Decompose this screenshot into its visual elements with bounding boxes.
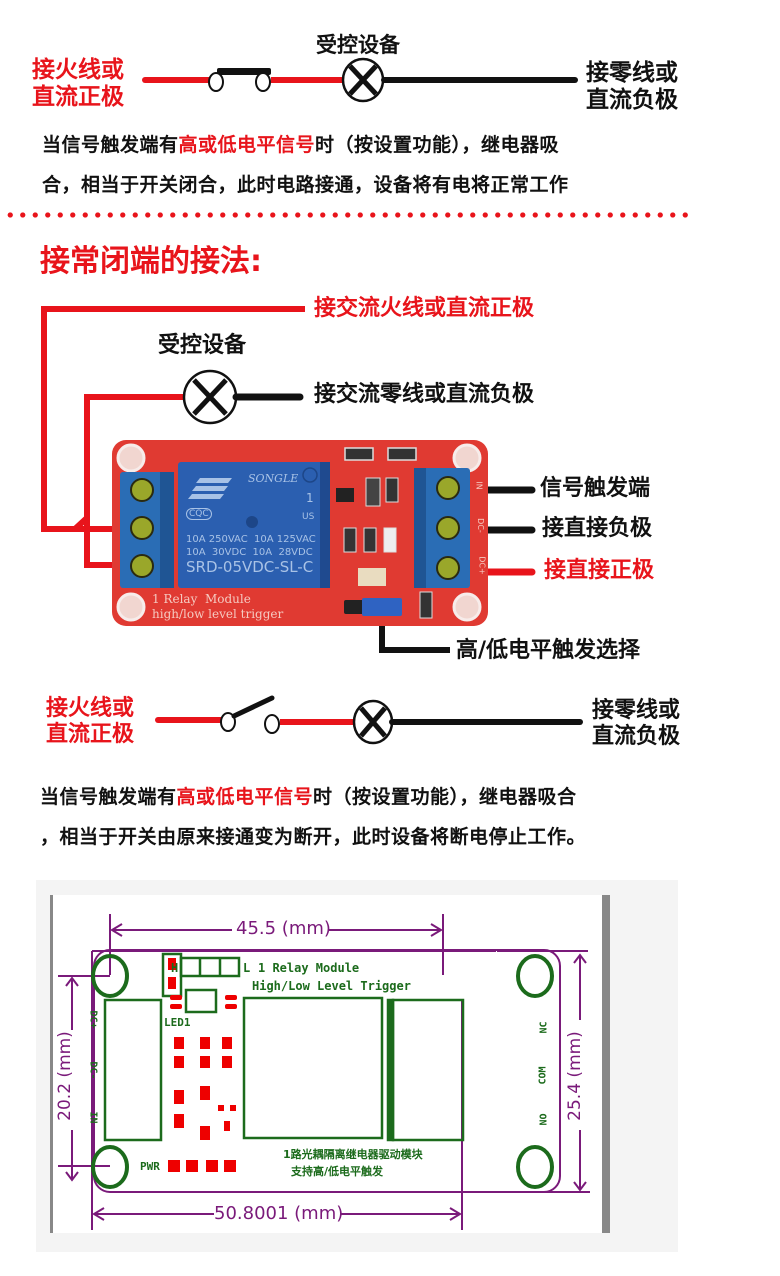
pin-com: COM — [537, 1066, 549, 1085]
no-description-line1: 当信号触发端有高或低电平信号时（按设置功能），继电器吸 — [42, 130, 559, 157]
smd-pads — [168, 958, 237, 1172]
input-terminal-outline — [103, 998, 163, 1142]
bottom-dimension: 50.8001 (mm) — [214, 1203, 344, 1224]
jumper-lead — [379, 615, 450, 653]
nc-description-line1: 当信号触发端有高或低电平信号时（按设置功能），继电器吸合 — [40, 782, 577, 809]
jumper-h-label: H — [171, 961, 179, 975]
desc-text: 时（按设置功能），继电器吸合 — [313, 786, 577, 808]
terminal-screw — [130, 478, 154, 502]
silk-trigger: high/low level trigger — [152, 607, 284, 621]
neutral-label-line2: 直流负极 — [586, 87, 678, 113]
neutral-label: 接交流零线或直流负极 — [314, 382, 535, 407]
negative-label: 接直接负极 — [542, 516, 653, 541]
nc-switch-diagram — [155, 695, 583, 745]
desc-highlight: 高或低电平信号 — [176, 786, 314, 808]
terminal-screw — [130, 554, 154, 578]
no-description-line2: 合，相当于开关闭合，此时电路接通，设备将有电将正常工作 — [42, 174, 569, 196]
relay-rating-dc: 10A 30VDC 10A 28VDC — [186, 547, 313, 558]
pin-no: NO — [538, 1113, 550, 1126]
desc-text: 当信号触发端有 — [40, 786, 177, 808]
switch-contact — [208, 72, 224, 92]
mount-hole — [91, 954, 129, 998]
positive-label: 接直接正极 — [544, 558, 655, 583]
left-dimension: 20.2 (mm) — [54, 1031, 75, 1121]
drawing-title-line2: High/Low Level Trigger — [252, 979, 411, 993]
live-label-line2: 直流正极 — [46, 722, 135, 747]
pin-dc-minus: DC- — [87, 1061, 99, 1080]
device-wire — [84, 394, 183, 568]
neutral-label-line1: 接零线或 — [592, 698, 681, 723]
dotted-divider — [4, 212, 694, 218]
open-switch-lever — [231, 695, 275, 719]
nc-wiring-diagram — [41, 306, 536, 653]
lamp-icon — [352, 699, 394, 745]
silk-module-name: 1 Relay Module — [152, 592, 251, 606]
desc-highlight: 高或低电平信号 — [178, 134, 316, 156]
closed-switch-bar — [217, 68, 271, 75]
ul-mark: 1 — [306, 491, 314, 505]
switch-contact — [255, 72, 271, 92]
right-dimension: 25.4 (mm) — [564, 1031, 585, 1121]
device-label: 受控设备 — [158, 333, 247, 358]
drawing-cn-line1: 1路光耦隔离继电器驱动模块 — [283, 1148, 423, 1161]
drawing-edge — [602, 895, 610, 1233]
relay-model: SRD-05VDC-SL-C — [186, 558, 314, 576]
terminal-screw — [436, 516, 460, 540]
terminal-screw — [130, 516, 154, 540]
live-label: 接火线或 直流正极 — [32, 57, 124, 111]
mount-hole — [116, 443, 146, 473]
desc-text: 时（按设置功能），继电器吸 — [315, 134, 560, 156]
trigger-select-label: 高/低电平触发选择 — [456, 638, 641, 663]
desc-text: 当信号触发端有 — [42, 134, 179, 156]
signal-trigger-label: 信号触发端 — [540, 476, 651, 501]
lamp-icon — [341, 57, 385, 103]
pin-dc-plus: DC+ — [87, 1010, 99, 1029]
led-label: LED1 — [164, 1016, 191, 1029]
relay-module-photo — [112, 440, 488, 626]
switch-contact — [220, 712, 236, 732]
relay-rating-ac: 10A 250VAC 10A 125VAC — [186, 534, 316, 545]
live-label-line2: 直流正极 — [32, 84, 124, 110]
device-label: 受控设备 — [316, 33, 400, 57]
mount-hole — [116, 592, 146, 622]
jumper-l-label: L — [243, 961, 251, 975]
live-label: 接火线或 直流正极 — [46, 696, 134, 748]
optocoupler — [358, 568, 386, 586]
relay-outline — [242, 996, 384, 1140]
neutral-label: 接零线或 直流负极 — [592, 698, 680, 750]
drawing-cn-line2: 支持高/低电平触发 — [291, 1165, 384, 1178]
jumper-cap — [362, 598, 402, 616]
live-label-line1: 接火线或 — [46, 696, 135, 721]
mount-hole — [452, 592, 482, 622]
pin-in: IN — [87, 1111, 99, 1124]
songle-logo-icon — [188, 478, 232, 499]
live-wire — [41, 306, 305, 532]
mount-hole — [516, 954, 554, 998]
mount-hole — [91, 1145, 129, 1189]
nc-heading: 接常闭端的接法: — [40, 244, 262, 279]
switch-contact — [264, 714, 280, 734]
terminal-screw — [436, 556, 460, 580]
no-wiring-diagram — [142, 57, 578, 103]
relay-brand: SONGLE — [248, 472, 299, 485]
cqc-mark: CQC — [186, 508, 212, 520]
neutral-label: 接零线或 直流负极 — [586, 60, 678, 114]
pwr-label: PWR — [140, 1160, 160, 1173]
live-label-line1: 接火线或 — [32, 57, 124, 83]
pin-nc: NC — [538, 1021, 550, 1034]
output-terminal-outline — [391, 998, 465, 1142]
drawing-title-line1: 1 Relay Module — [258, 961, 360, 975]
top-dimension: 45.5 (mm) — [236, 918, 331, 939]
neutral-label-line1: 接零线或 — [586, 60, 678, 86]
terminal-screw — [436, 476, 460, 500]
neutral-label-line2: 直流负极 — [592, 724, 681, 749]
live-label: 接交流火线或直流正极 — [314, 296, 535, 321]
mount-hole — [516, 1145, 554, 1189]
pcb-outline — [91, 949, 561, 1193]
us-mark: US — [302, 512, 315, 522]
nc-description-line2: ，相当于开关由原来接通变为断开，此时设备将断电停止工作。 — [40, 826, 587, 848]
